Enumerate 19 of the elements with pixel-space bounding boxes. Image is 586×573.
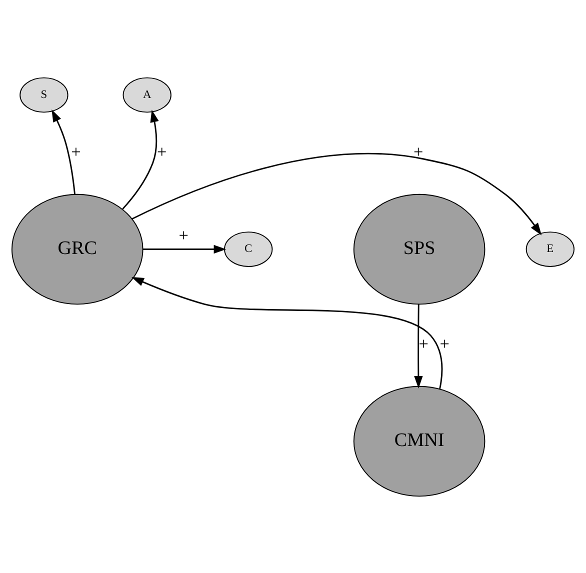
edge-label: + xyxy=(414,142,424,161)
arrow xyxy=(132,152,542,235)
node-ellipse: CMNI xyxy=(353,385,486,496)
edge-label: + xyxy=(157,142,167,161)
arrow xyxy=(142,244,226,254)
edge-label: + xyxy=(178,226,188,245)
node-ellipse: SPS xyxy=(353,193,486,304)
node-ellipse: GRC xyxy=(11,193,144,304)
node-ellipse: C xyxy=(224,231,273,266)
node-ellipse: E xyxy=(526,231,575,266)
arrow xyxy=(131,276,443,389)
node-ellipse: S xyxy=(20,76,68,112)
arrow xyxy=(122,109,159,209)
edge-label: + xyxy=(71,142,81,161)
edge-label: + xyxy=(418,334,428,353)
edge-label: + xyxy=(440,334,450,353)
arrow xyxy=(52,108,76,194)
arrow xyxy=(414,304,423,388)
node-ellipse: A xyxy=(122,76,172,112)
